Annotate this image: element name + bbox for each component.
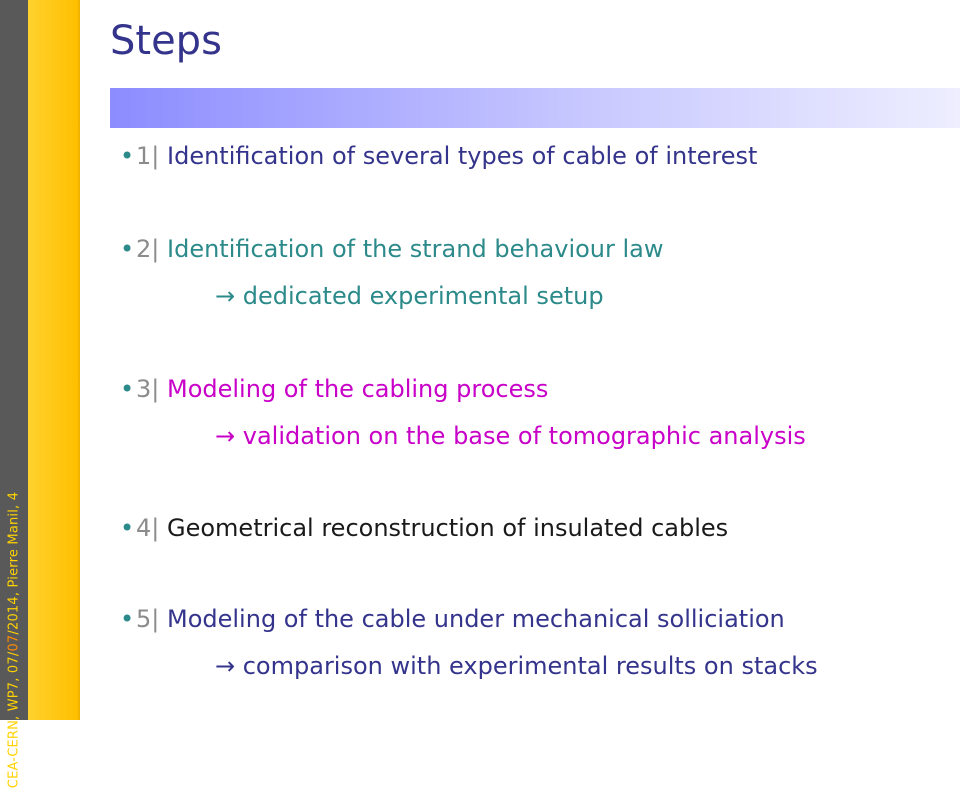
bullet-dot: •: [120, 142, 135, 170]
step-5-sub: → comparison with experimental results o…: [215, 652, 818, 680]
step-2-sub: → dedicated experimental setup: [215, 282, 604, 310]
step-1: •1| Identification of several types of c…: [120, 142, 757, 170]
footer-suffix: /2014, Pierre Manil, 4: [6, 491, 22, 635]
sidebar-dark-strip: [0, 0, 28, 720]
slide-footer: CEA-CERN, WP7, 07/07/2014, Pierre Manil,…: [7, 492, 22, 788]
bullet-dot: •: [120, 235, 135, 263]
footer-container: CEA-CERN, WP7, 07/07/2014, Pierre Manil,…: [0, 400, 28, 788]
step-text: Identification of the strand behaviour l…: [167, 235, 664, 263]
step-5: •5| Modeling of the cable under mechanic…: [120, 605, 785, 633]
step-3-sub: → validation on the base of tomographic …: [215, 422, 806, 450]
step-text: Geometrical reconstruction of insulated …: [167, 514, 729, 542]
title-gradient-band: [110, 88, 960, 128]
step-number: 2|: [136, 235, 160, 263]
step-number: 3|: [136, 375, 160, 403]
step-number: 1|: [136, 142, 160, 170]
sidebar-yellow-strip: [28, 0, 78, 720]
slide-title: Steps: [110, 18, 222, 64]
step-number: 4|: [136, 514, 160, 542]
bullet-dot: •: [120, 375, 135, 403]
bullet-dot: •: [120, 514, 135, 542]
step-text: Identification of several types of cable…: [167, 142, 758, 170]
step-text: Modeling of the cabling process: [167, 375, 549, 403]
step-2: •2| Identification of the strand behavio…: [120, 235, 664, 263]
bullet-dot: •: [120, 605, 135, 633]
footer-highlight: 07: [6, 634, 22, 652]
step-4: •4| Geometrical reconstruction of insula…: [120, 514, 728, 542]
step-text: Modeling of the cable under mechanical s…: [167, 605, 785, 633]
sidebar-divider: [78, 0, 80, 720]
step-3: •3| Modeling of the cabling process: [120, 375, 548, 403]
step-number: 5|: [136, 605, 160, 633]
